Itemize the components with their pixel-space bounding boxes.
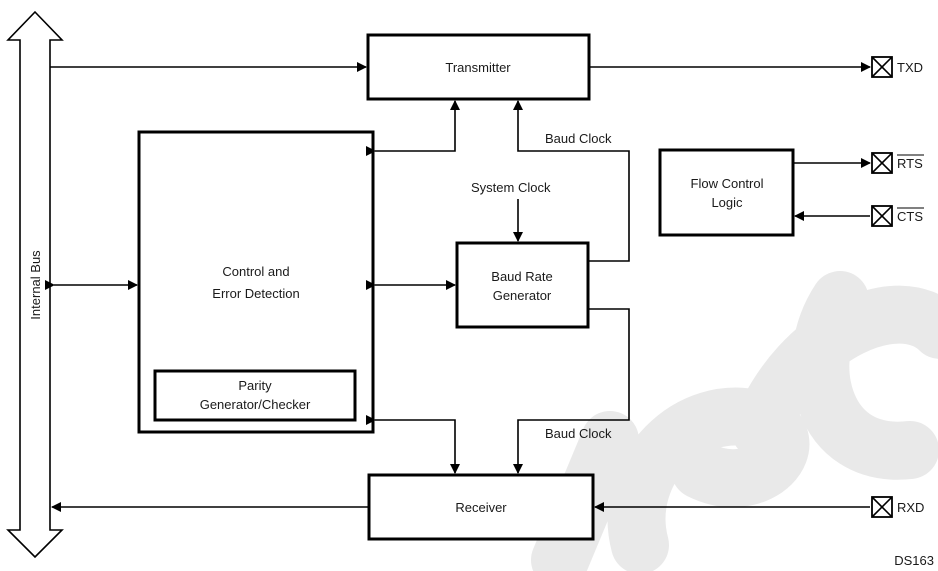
transmitter-label: Transmitter	[445, 60, 511, 75]
bus-label: Internal Bus	[28, 250, 43, 320]
flow-control-block: Flow Control Logic	[658, 148, 795, 237]
wire-baud-clock-to-receiver	[513, 308, 630, 474]
pin-txd: TXD	[871, 56, 923, 78]
internal-bus: Internal Bus	[6, 10, 64, 559]
pin-rts-label: RTS	[897, 156, 923, 171]
pin-rts: RTS	[871, 152, 924, 174]
figure-code: DS163	[894, 553, 934, 568]
pin-rxd: RXD	[871, 496, 924, 518]
transmitter-block: Transmitter	[366, 33, 591, 101]
flow-label-line1: Flow Control	[691, 176, 764, 191]
wire-control-receiver	[366, 415, 460, 474]
control-label-line2: Error Detection	[212, 286, 299, 301]
baud-label-line1: Baud Rate	[491, 269, 552, 284]
parity-label-line2: Generator/Checker	[200, 397, 311, 412]
pin-txd-label: TXD	[897, 60, 923, 75]
parity-label-line1: Parity	[238, 378, 272, 393]
receiver-block: Receiver	[367, 473, 595, 541]
parity-block: Parity Generator/Checker	[153, 369, 357, 422]
control-label-line1: Control and	[222, 264, 289, 279]
pin-rxd-label: RXD	[897, 500, 924, 515]
baud-clock-label-top: Baud Clock	[545, 131, 612, 146]
system-clock-label: System Clock	[471, 180, 551, 195]
flow-label-line2: Logic	[711, 195, 743, 210]
baud-label-line2: Generator	[493, 288, 552, 303]
wire-control-transmitter	[366, 100, 460, 156]
pin-cts-label: CTS	[897, 209, 923, 224]
baud-clock-label-bottom: Baud Clock	[545, 426, 612, 441]
connections	[45, 62, 871, 512]
wire-baud-clock-to-transmitter	[513, 100, 630, 262]
receiver-label: Receiver	[455, 500, 507, 515]
watermark	[531, 271, 938, 571]
bus-arrow-shape	[6, 10, 64, 559]
baud-rate-generator-block: Baud Rate Generator	[455, 241, 590, 329]
pin-cts: CTS	[871, 205, 924, 227]
